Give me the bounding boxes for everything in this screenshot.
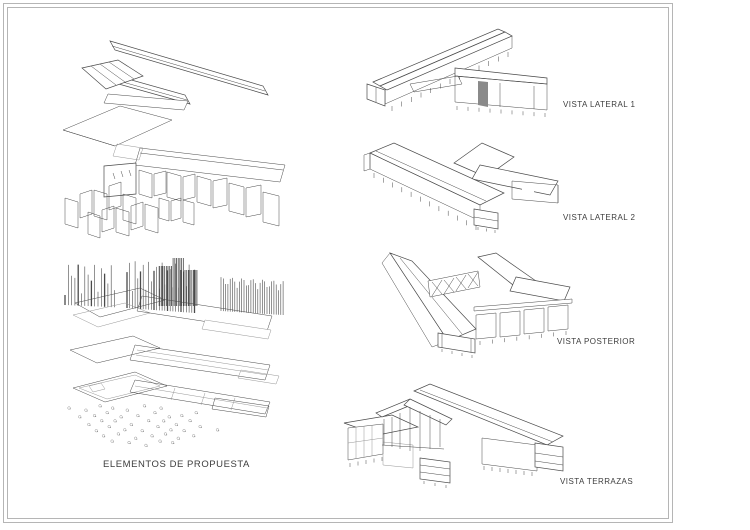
sheet-border-inner [7,7,669,519]
posts-front-box [423,481,447,488]
building-v-wings [453,142,559,204]
view-label-lateral-1: VISTA LATERAL 1 [563,100,636,109]
building-wing-right [473,252,573,312]
view-label-terraces: VISTA TERRAZAS [560,477,634,486]
truss-bridge [427,270,481,298]
posts-boxes [479,331,567,345]
terrace-box-front [419,457,451,488]
posts-right-wall [483,466,533,476]
sheet-border-outer [3,3,673,523]
layer-foundation-piles [67,404,220,447]
view-posterior-drawing [381,252,573,358]
view-label-lateral-2: VISTA LATERAL 2 [563,213,636,222]
posts-box [477,227,496,233]
building-bar-main [366,28,513,111]
layer-roof-plates [81,40,269,111]
view-label-posterior: VISTA POSTERIOR [557,337,636,346]
layer-floor-framing [72,287,273,340]
layer-deck-slats [69,335,280,385]
building-gable-center [375,398,453,451]
building-wing-left [381,252,477,348]
view-lateral-1-drawing [366,28,548,117]
layer-column-forest [64,258,284,316]
building-wing-right [454,67,548,117]
building-end-box [473,208,499,233]
layer-ground-plan [72,371,271,418]
posts-main [373,173,477,230]
layer-roof-lattice [62,105,286,183]
building-wing-right [413,383,564,476]
posts-left-frame [349,457,383,467]
view-lateral-2-drawing [363,142,559,233]
wall-boxes-right [475,304,569,345]
posts-wing [456,106,546,117]
building-bar-main [363,142,505,230]
building-wing-front [409,75,463,93]
building-wing-left [343,414,420,469]
view-terraces-drawing [343,383,564,488]
exploded-axonometric-drawing [62,40,286,447]
layer-wall-screens [64,162,280,239]
front-slab [437,332,476,358]
exploded-caption: ELEMENTOS DE PROPUESTA [103,459,250,470]
posts-slab [441,349,473,358]
